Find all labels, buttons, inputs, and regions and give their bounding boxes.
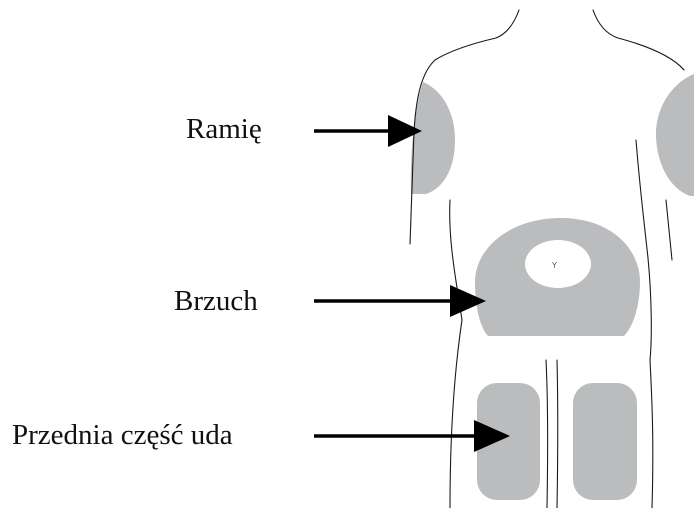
abdomen-label: Brzuch <box>174 287 258 316</box>
arm-label: Ramię <box>186 115 262 144</box>
arm-inner-right-line <box>666 200 672 260</box>
torso-right-line <box>636 140 653 508</box>
right-arm-zone <box>656 74 694 196</box>
right-thigh-zone <box>573 383 637 500</box>
thigh-label: Przednia część uda <box>12 421 233 450</box>
navel-mark: Y <box>551 261 557 270</box>
neck-right-line <box>593 10 684 70</box>
leg-divider-line-2 <box>557 360 558 508</box>
navel-highlight <box>525 240 591 288</box>
leg-divider-line <box>546 360 548 508</box>
torso-left-line <box>450 200 462 508</box>
